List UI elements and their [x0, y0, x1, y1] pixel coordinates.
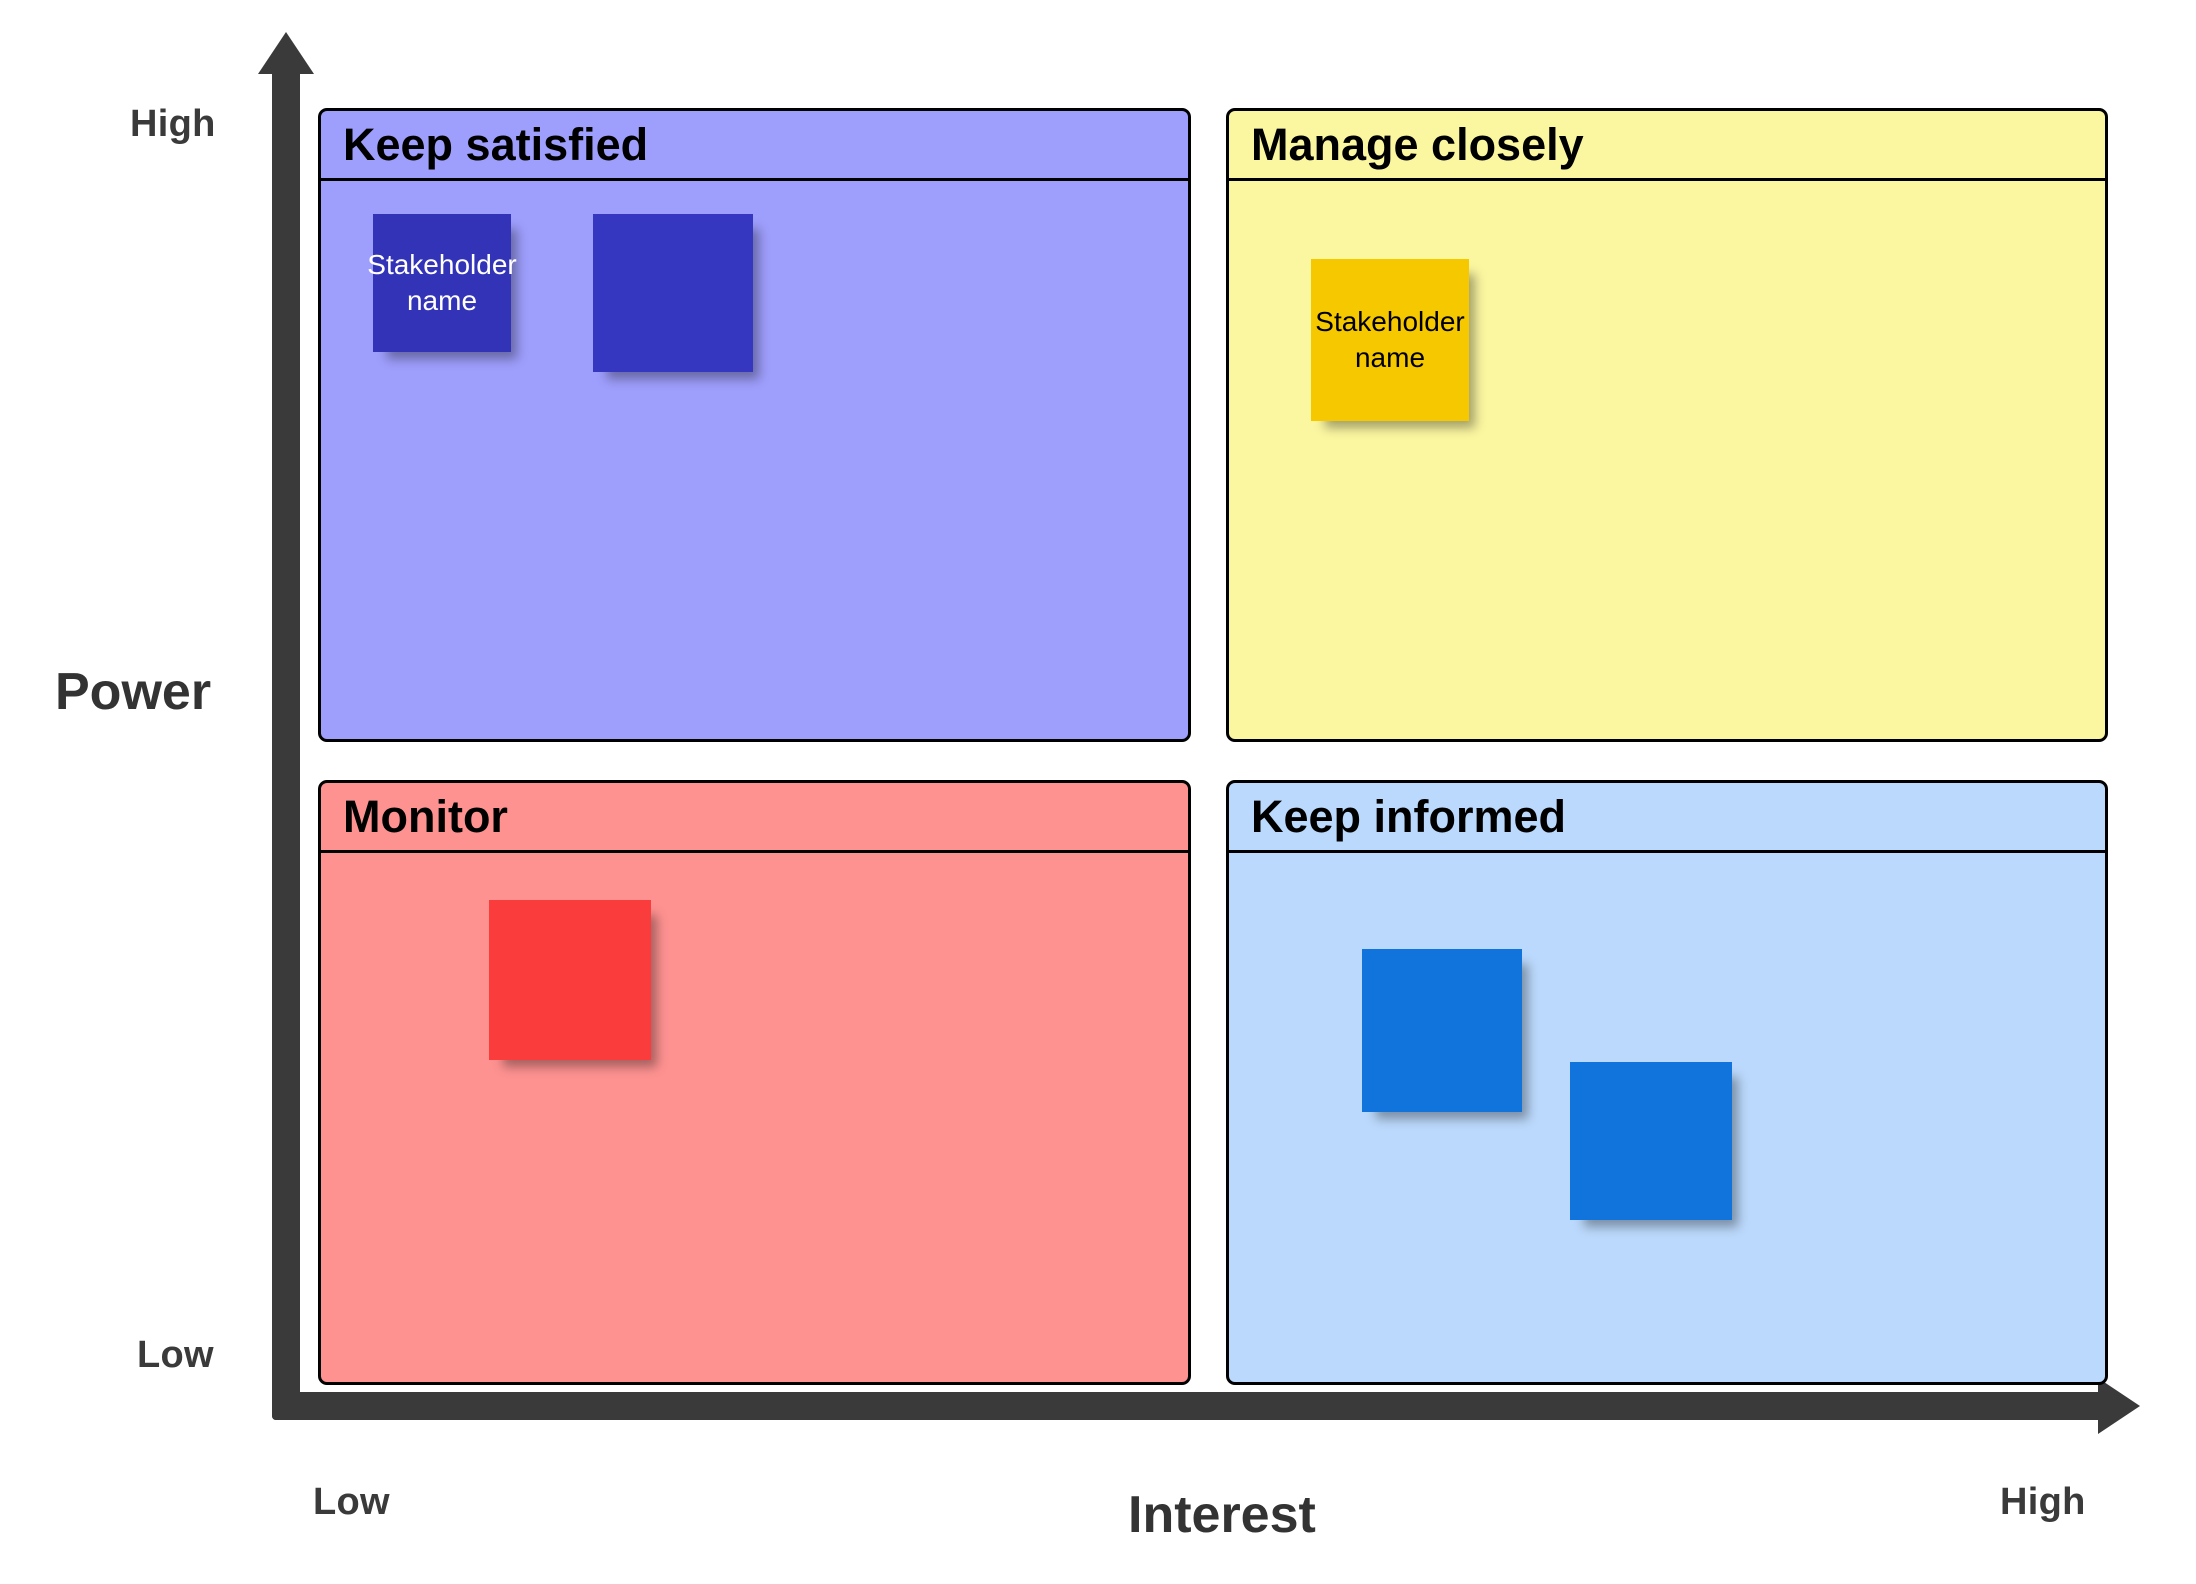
power-axis-title: Power	[55, 663, 212, 721]
sticky-note[interactable]	[489, 900, 651, 1060]
sticky-note[interactable]	[1362, 949, 1522, 1112]
quadrant-monitor[interactable]: Monitor	[318, 780, 1191, 1385]
quadrant-title-keep-informed: Keep informed	[1251, 791, 1567, 842]
quadrant-header-keep-satisfied: Keep satisfied	[321, 111, 1188, 181]
quadrant-header-monitor: Monitor	[321, 783, 1188, 853]
power-axis-high-label: High	[130, 103, 216, 145]
interest-axis-low-label: Low	[313, 1481, 390, 1523]
arrow-right-icon	[2098, 1378, 2140, 1434]
quadrant-body-monitor	[321, 853, 1188, 1382]
quadrant-header-manage-closely: Manage closely	[1229, 111, 2105, 181]
arrow-up-icon	[258, 32, 314, 74]
interest-axis-high-label: High	[2000, 1481, 2086, 1523]
sticky-note[interactable]	[1570, 1062, 1732, 1220]
quadrant-title-keep-satisfied: Keep satisfied	[343, 119, 649, 170]
quadrant-title-monitor: Monitor	[343, 791, 508, 842]
sticky-note[interactable]	[593, 214, 753, 372]
power-axis-line	[272, 62, 300, 1420]
power-axis-low-label: Low	[137, 1334, 214, 1376]
quadrant-title-manage-closely: Manage closely	[1251, 119, 1584, 170]
interest-axis-line	[272, 1392, 2110, 1420]
interest-axis-title: Interest	[1128, 1486, 1316, 1544]
quadrant-header-keep-informed: Keep informed	[1229, 783, 2105, 853]
quadrant-keep-informed[interactable]: Keep informed	[1226, 780, 2108, 1385]
quadrant-body-keep-informed	[1229, 853, 2105, 1382]
